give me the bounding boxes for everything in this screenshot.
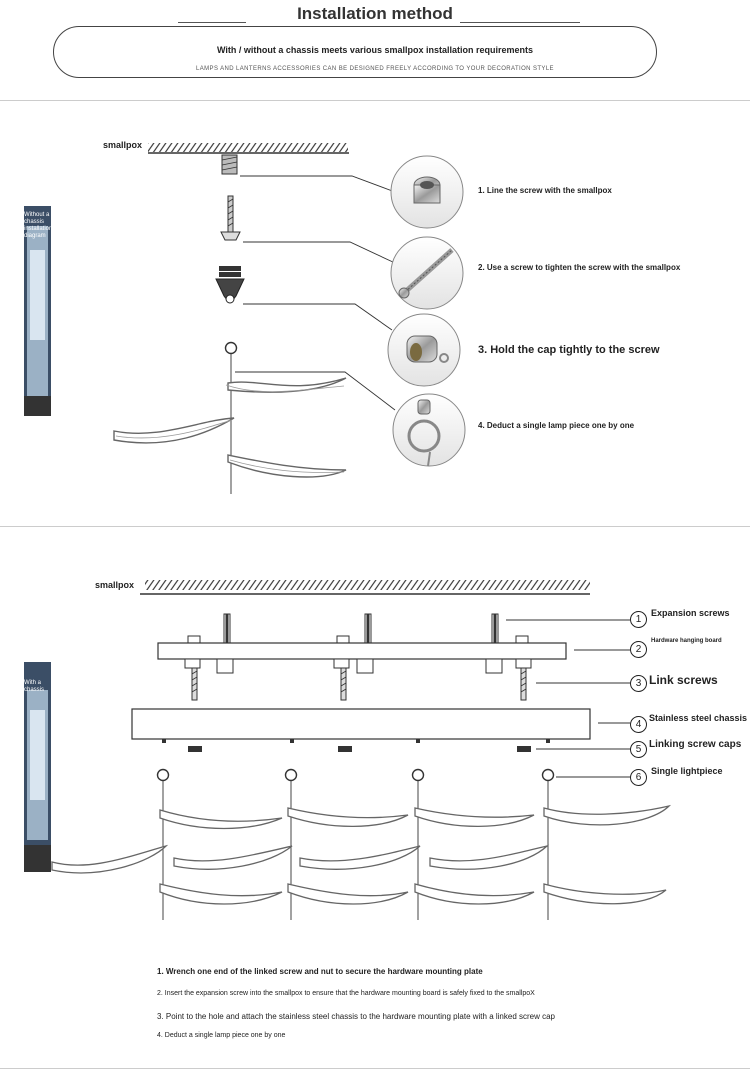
part-number-1: 1 — [630, 611, 647, 628]
light-rings — [156, 768, 555, 782]
instruction-1: 1. Wrench one end of the linked screw an… — [157, 967, 483, 976]
stainless-steel-chassis — [131, 708, 591, 740]
banner-subheading: LAMPS AND LANTERNS ACCESSORIES CAN BE DE… — [196, 66, 554, 72]
lamp-pieces-2 — [51, 804, 672, 905]
hardware-hanging-board — [157, 642, 567, 660]
part-number-2: 2 — [630, 641, 647, 658]
light-wires — [162, 781, 549, 920]
title-rule-left — [178, 22, 246, 23]
linking-screw-caps — [188, 746, 531, 752]
banner-heading: With / without a chassis meets various s… — [216, 45, 533, 55]
step-2-text: 2. Use a screw to tighten the screw with… — [478, 263, 681, 272]
section-divider-middle — [0, 526, 750, 527]
step-photo-2 — [390, 236, 464, 310]
ceiling-hatch-1 — [148, 143, 349, 154]
part-label-link-screws: Link screws — [649, 673, 718, 687]
section-divider-top — [0, 100, 750, 101]
instruction-4: 4. Deduct a single lamp piece one by one — [157, 1032, 286, 1039]
step-photo-1 — [390, 155, 464, 229]
without-chassis-label: Without a chassis installation diagram — [24, 212, 53, 239]
part-label-expansion-screws: Expansion screws — [651, 608, 730, 618]
expansion-screws — [223, 613, 499, 645]
screw-part — [220, 195, 241, 241]
lamp-pieces-1 — [113, 377, 347, 478]
ceiling-hatch-2 — [140, 580, 590, 595]
section-divider-bottom — [0, 1068, 750, 1069]
part-label-lightpiece: Single lightpiece — [651, 766, 723, 776]
page-title: Installation method — [297, 4, 453, 23]
board-nuts-top — [187, 635, 529, 644]
step-photo-3 — [387, 313, 461, 387]
cap-part — [215, 266, 245, 304]
board-nuts-bottom — [184, 658, 532, 674]
part-number-6: 6 — [630, 769, 647, 786]
instruction-2: 2. Insert the expansion screw into the s… — [157, 990, 535, 997]
with-chassis-label: With a chassis — [24, 680, 45, 693]
part-label-hanging-board: Hardware hanging board — [651, 638, 722, 644]
ceiling-label: smallpox — [103, 140, 143, 150]
leader-lines-2 — [506, 619, 630, 778]
side-photo-2 — [24, 662, 51, 872]
step-3-text: 3. Hold the cap tightly to the screw — [478, 344, 660, 356]
chassis-holes — [162, 739, 550, 743]
part-label-chassis: Stainless steel chassis — [649, 713, 748, 723]
intro-banner — [53, 26, 657, 78]
side-photo-1 — [24, 206, 51, 416]
instruction-3: 3. Point to the hole and attach the stai… — [157, 1012, 556, 1021]
step-4-text: 4. Deduct a single lamp piece one by one — [478, 421, 635, 430]
part-number-4: 4 — [630, 716, 647, 733]
ceiling-label-2: smallpox — [95, 580, 135, 590]
part-number-5: 5 — [630, 741, 647, 758]
title-rule-right — [460, 22, 580, 23]
step-photo-4 — [392, 393, 466, 467]
leader-lines-1 — [235, 175, 396, 411]
part-number-3: 3 — [630, 675, 647, 692]
link-screws — [191, 667, 527, 701]
hanging-ring — [224, 341, 238, 355]
step-1-text: 1. Line the screw with the smallpox — [478, 186, 612, 195]
part-label-screw-caps: Linking screw caps — [649, 739, 742, 750]
